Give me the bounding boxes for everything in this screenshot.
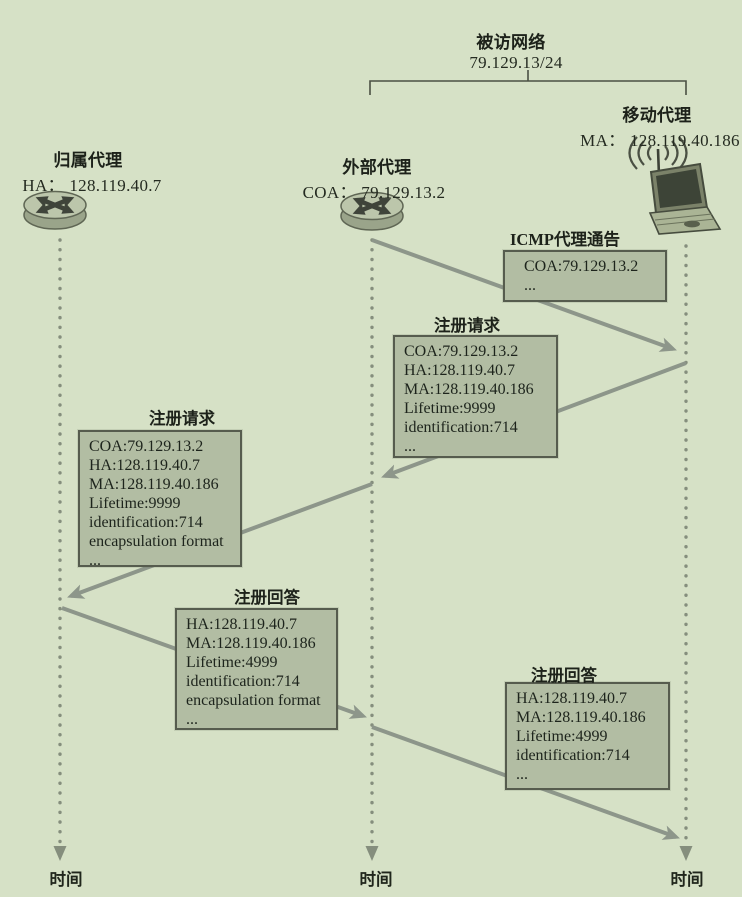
timeline-arrowhead — [53, 846, 67, 861]
foreign-agent-title: 外部代理 — [342, 158, 412, 177]
registration-request-title: 注册请求 — [434, 316, 500, 335]
registration-reply-message-box-foreign: HA:128.119.40.7 MA:128.119.40.186 Lifeti… — [175, 608, 338, 730]
registration-reply-message-box-mobile: HA:128.119.40.7 MA:128.119.40.186 Lifeti… — [505, 682, 670, 790]
message-field: MA:128.119.40.186 — [186, 635, 316, 652]
mobile-agent-address: MA： 128.119.40.186 — [580, 131, 740, 150]
message-field: identification:714 — [89, 514, 203, 531]
message-field: identification:714 — [404, 419, 518, 436]
icmp-advertisement-message-box: COA:79.129.13.2 ... — [503, 250, 667, 302]
message-field: HA:128.119.40.7 — [516, 690, 627, 707]
message-field: ... — [186, 711, 198, 728]
message-field: identification:714 — [516, 747, 630, 764]
visited-network-subnet: 79.129.13/24 — [469, 53, 563, 72]
foreign-agent-router-icon — [340, 191, 404, 231]
message-field: ... — [404, 438, 416, 455]
message-field: COA:79.129.13.2 — [524, 258, 639, 275]
registration-reply-title: 注册回答 — [234, 588, 300, 607]
foreign-agent-timeline — [365, 238, 379, 861]
message-field: MA:128.119.40.186 — [89, 476, 219, 493]
foreign-timeline-time-label: 时间 — [359, 870, 393, 889]
timeline-arrowhead — [365, 846, 379, 861]
message-field: MA:128.119.40.186 — [404, 381, 534, 398]
laptop-screen — [656, 169, 702, 208]
visited-network-title: 被访网络 — [476, 33, 546, 52]
message-field: encapsulation format — [89, 533, 224, 550]
home-agent-timeline — [53, 238, 67, 861]
visited-network-bracket — [369, 70, 687, 95]
registration-reply-title: 注册回答 — [531, 666, 597, 685]
message-field: Lifetime:9999 — [404, 400, 496, 417]
home-timeline-time-label: 时间 — [49, 870, 83, 889]
message-field: identification:714 — [186, 673, 300, 690]
laptop-base — [648, 206, 722, 235]
message-field: encapsulation format — [186, 692, 321, 709]
wireless-laptop-icon — [628, 136, 722, 235]
message-field: HA:128.119.40.7 — [404, 362, 515, 379]
message-field: ... — [524, 277, 536, 294]
home-agent-address: HA： 128.119.40.7 — [22, 176, 162, 195]
message-field: MA:128.119.40.186 — [516, 709, 646, 726]
message-field: ... — [89, 552, 101, 569]
registration-request-title: 注册请求 — [149, 409, 215, 428]
mobile-timeline-time-label: 时间 — [670, 870, 704, 889]
home-agent-title: 归属代理 — [53, 151, 123, 170]
home-agent-router-icon — [23, 190, 87, 230]
message-field: Lifetime:9999 — [89, 495, 181, 512]
registration-request-message-box-home: COA:79.129.13.2 HA:128.119.40.7 MA:128.1… — [78, 430, 242, 569]
message-field: Lifetime:4999 — [516, 728, 608, 745]
message-field: Lifetime:4999 — [186, 654, 278, 671]
message-field: HA:128.119.40.7 — [186, 616, 297, 633]
message-field: HA:128.119.40.7 — [89, 457, 200, 474]
mobile-agent-timeline — [679, 244, 693, 861]
laptop-touchpad — [684, 220, 700, 228]
wifi-waves-icon — [628, 136, 688, 170]
foreign-agent-address: COA： 79.129.13.2 — [302, 183, 446, 202]
timeline-arrowhead — [679, 846, 693, 861]
registration-request-message-box-foreign: COA:79.129.13.2 HA:128.119.40.7 MA:128.1… — [393, 335, 558, 458]
message-field: ... — [516, 766, 528, 783]
message-field: COA:79.129.13.2 — [89, 438, 204, 455]
message-field: COA:79.129.13.2 — [404, 343, 519, 360]
icmp-advertisement-title: ICMP代理通告 — [510, 230, 620, 249]
mobile-agent-title: 移动代理 — [622, 106, 692, 125]
